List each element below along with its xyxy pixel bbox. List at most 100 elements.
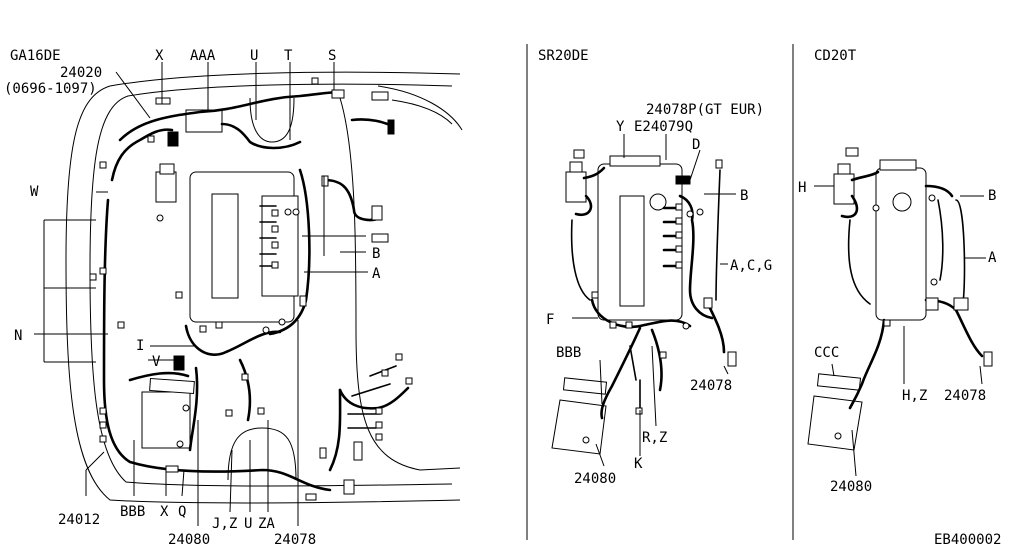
callout-label: R,Z <box>642 430 667 446</box>
part-number-label: 24080 <box>168 532 210 548</box>
callout-label: T <box>284 48 293 64</box>
harness-trunk <box>238 358 252 422</box>
callout-label: I <box>136 338 144 354</box>
callout-label: V <box>152 354 161 370</box>
harness-trunk <box>924 184 954 198</box>
battery <box>141 391 191 449</box>
harness-trunk <box>574 166 606 217</box>
callout-label: U <box>244 516 252 532</box>
harness-trunk <box>662 206 682 268</box>
connector-rings <box>834 194 938 440</box>
harness-trunk <box>322 178 382 222</box>
callout-label: H,Z <box>902 388 927 404</box>
harness-branch <box>347 365 397 429</box>
harness-trunk <box>118 90 342 142</box>
part-number-label: E24079Q <box>634 119 693 135</box>
part-number-label: 24080 <box>574 471 616 487</box>
relay-top <box>159 163 175 175</box>
harness-branch <box>847 199 944 305</box>
engine-head <box>211 193 239 299</box>
callout-label: H <box>798 180 806 196</box>
callout-label: X <box>160 504 169 520</box>
part-number-label: 24012 <box>58 512 100 528</box>
harness-trunk <box>328 388 342 472</box>
callout-label: X <box>155 48 164 64</box>
harness-branch <box>570 219 641 409</box>
body-outline <box>65 71 461 504</box>
battery <box>551 399 607 455</box>
part-number-label: 24020 <box>60 65 102 81</box>
fender-arc-top <box>249 97 295 143</box>
harness-trunk <box>350 118 394 128</box>
callout-label: A <box>372 266 381 282</box>
connectors <box>845 147 993 367</box>
harness-branch <box>259 205 277 267</box>
harness-trunk <box>590 298 692 329</box>
harness-trunk <box>678 194 714 320</box>
leader-lines <box>34 62 368 526</box>
date-range-label: (0696-1097) <box>4 81 97 97</box>
panel-cd20t: CD20T H B A CCC H,Z 24078 24080 <box>798 48 997 495</box>
ecm-box-aaa <box>185 109 223 133</box>
harness-trunk <box>128 371 190 382</box>
connectors <box>89 77 413 501</box>
connectors <box>573 149 737 415</box>
battery-bracket <box>816 373 862 391</box>
relay-top <box>569 161 583 173</box>
engine-label: GA16DE <box>10 48 61 64</box>
callout-label: B <box>740 188 748 204</box>
connector-block <box>675 175 691 185</box>
part-number-label: 24078 <box>690 378 732 394</box>
callout-label: A,C,G <box>730 258 772 274</box>
relay-top <box>837 163 851 175</box>
harness-trunk <box>110 128 174 182</box>
harness-trunk <box>600 326 642 420</box>
figure-code: EB400002 <box>934 532 1001 548</box>
throttle-body <box>892 192 912 212</box>
engine-block <box>875 167 927 321</box>
battery-bracket <box>149 377 195 395</box>
leader-lines <box>572 134 736 467</box>
callout-label: BBB <box>120 504 145 520</box>
callout-label: Q <box>178 504 186 520</box>
throttle-body <box>649 193 667 211</box>
callout-label: Y <box>616 119 625 135</box>
body-outline-inner <box>89 83 453 487</box>
part-number-label: 24078P(GT EUR) <box>646 102 764 118</box>
callout-label: S <box>328 48 336 64</box>
harness-branch <box>955 199 966 307</box>
panel-sr20de: SR20DE 24078P(GT EUR) Y E24079Q D B A,C,… <box>538 48 772 487</box>
relay <box>565 171 587 203</box>
strut-tower <box>377 85 463 131</box>
callout-label: D <box>692 137 700 153</box>
fender-arc <box>227 427 297 481</box>
fender-right <box>339 97 461 471</box>
engine-label: SR20DE <box>538 48 589 64</box>
part-number-label: 24078 <box>944 388 986 404</box>
battery-bracket <box>562 377 608 395</box>
engine-head <box>619 195 645 307</box>
callout-label: CCC <box>814 345 839 361</box>
engine-label: CD20T <box>814 48 857 64</box>
callout-label: ZA <box>258 516 275 532</box>
panel-ga16de: GA16DE X AAA U T S 24020 (0696-1097) W N… <box>4 48 463 548</box>
relay <box>155 171 177 203</box>
callout-label: B <box>988 188 996 204</box>
harness-trunk <box>338 386 410 410</box>
harness-trunk <box>840 170 880 219</box>
part-number-label: 24080 <box>830 479 872 495</box>
callout-label: N <box>14 328 22 344</box>
relay <box>833 173 855 205</box>
leader-lines <box>814 185 986 477</box>
connector-rings <box>582 208 704 444</box>
battery <box>807 395 863 451</box>
intake-plenum <box>609 155 661 167</box>
connector-block <box>167 131 179 147</box>
connector-rings <box>156 208 300 448</box>
intake-plenum <box>879 159 917 171</box>
harness-trunk <box>268 168 311 336</box>
callout-label: BBB <box>556 345 581 361</box>
connector-block <box>173 355 185 371</box>
